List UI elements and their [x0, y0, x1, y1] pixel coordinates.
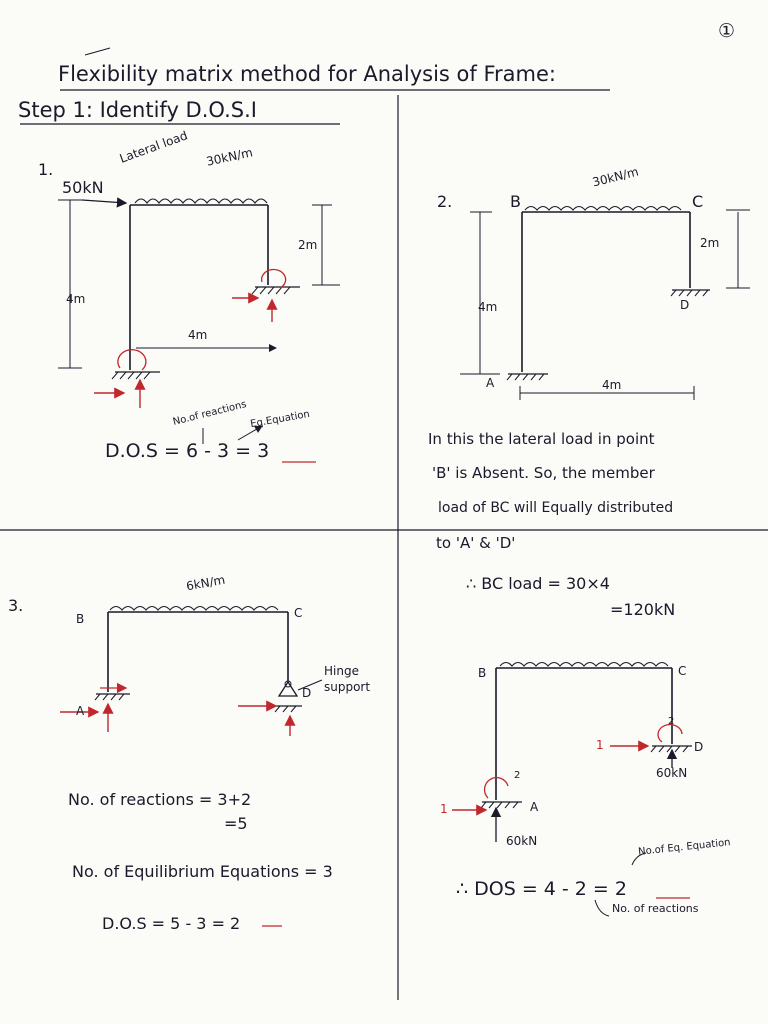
frame-2 [460, 205, 750, 400]
moment-reaction-a: 2 [514, 770, 521, 781]
node-b-3: B [76, 612, 85, 626]
note-reactions-4: No. of reactions [612, 902, 699, 915]
horizontal-reaction-d: 1 [596, 738, 604, 752]
left-height-2: 4m [478, 300, 498, 314]
frame-3 [60, 605, 323, 927]
moment-reaction-d: 2 [668, 716, 675, 727]
node-c-4: C [678, 664, 687, 678]
node-d-4: D [694, 740, 704, 754]
step-heading: Step 1: Identify D.O.S.I [18, 98, 257, 122]
bc-load-calc: ∴ BC load = 30×4 [466, 574, 610, 593]
span-label-2: 4m [602, 378, 622, 392]
left-height-1: 4m [66, 292, 86, 306]
explanation-line-4: to 'A' & 'D' [436, 534, 516, 552]
reactions-total-3: =5 [224, 814, 248, 833]
explanation-line-2: 'B' is Absent. So, the member [432, 464, 655, 482]
page-number: ① [718, 20, 736, 42]
horizontal-reaction-a: 1 [440, 802, 448, 816]
node-c-3: C [294, 606, 303, 620]
span-label-1: 4m [188, 328, 208, 342]
explanation-line-3: load of BC will Equally distributed [438, 500, 674, 516]
dos-result-3: D.O.S = 5 - 3 = 2 [102, 914, 241, 933]
node-b-4: B [478, 666, 487, 680]
reaction-d-label: 60kN [656, 766, 688, 780]
problem-3-number: 3. [8, 596, 24, 615]
node-a-3: A [76, 704, 85, 718]
tick-mark [84, 47, 111, 56]
page-title: Flexibility matrix method for Analysis o… [58, 62, 556, 86]
reaction-a-label: 60kN [506, 834, 538, 848]
hinge-label: Hinge [324, 664, 359, 678]
problem-2-number: 2. [437, 192, 453, 211]
bc-load-result: =120kN [610, 600, 676, 619]
node-c-2: C [692, 192, 704, 211]
right-height-2: 2m [700, 236, 720, 250]
node-a-4: A [530, 800, 539, 814]
equilibrium-equations-3: No. of Equilibrium Equations = 3 [72, 862, 333, 881]
node-b-2: B [510, 192, 521, 211]
problem-1-number: 1. [38, 160, 54, 179]
node-a-2: A [486, 376, 495, 390]
frame-4 [452, 661, 692, 917]
dos-result-4: ∴ DOS = 4 - 2 = 2 [456, 878, 627, 900]
right-height-1: 2m [298, 238, 318, 252]
frame-1 [58, 197, 340, 463]
node-d-3: D [302, 686, 312, 700]
reactions-count-3: No. of reactions = 3+2 [68, 790, 252, 809]
node-d-2: D [680, 298, 690, 312]
hinge-support-label: support [324, 680, 371, 694]
point-load-label: 50kN [62, 178, 104, 197]
explanation-line-1: In this the lateral load in point [428, 430, 655, 448]
dos-result-1: D.O.S = 6 - 3 = 3 [105, 440, 270, 462]
